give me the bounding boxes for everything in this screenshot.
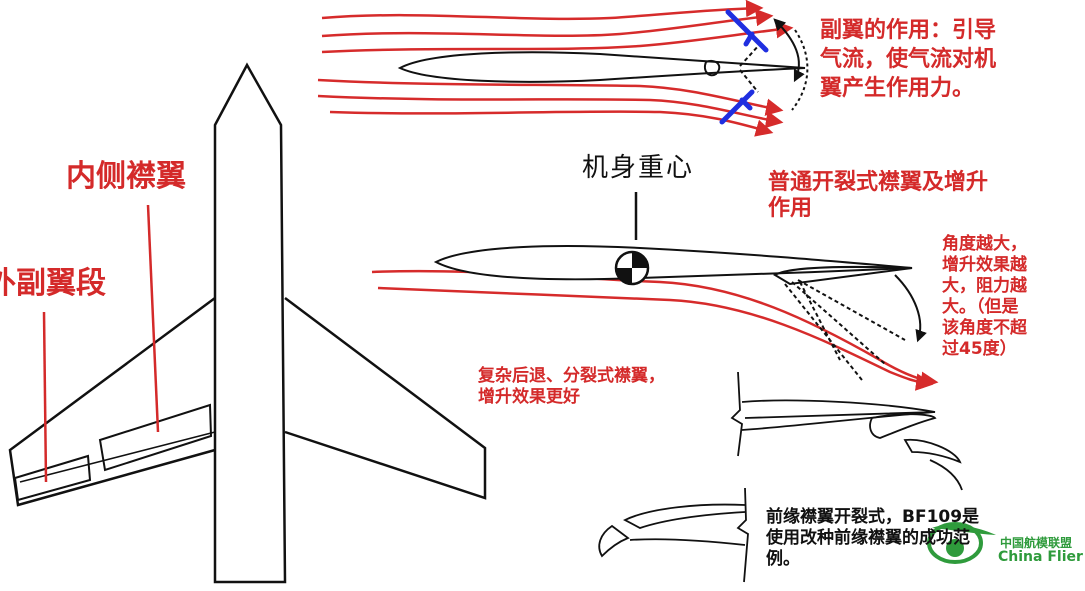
- aileron-role-line-1: 副翼的作用：引导: [820, 18, 997, 43]
- angle-note-line-1: 角度越大，: [942, 234, 1027, 254]
- cg-symbol-icon: [614, 250, 650, 286]
- leading-edge-line-2: 使用改种前缘襟翼的成功范: [766, 528, 970, 548]
- split-flap-line-2: 作用: [768, 196, 813, 221]
- inner-flap-surface: [98, 403, 213, 472]
- aileron-role-line-2: 气流，使气流对机: [820, 47, 997, 72]
- angle-note-line-6: 过45度）: [942, 339, 1017, 359]
- aileron-airfoil: [397, 18, 809, 111]
- aircraft-planform: [8, 62, 487, 584]
- leading-edge-note: 前缘襟翼开裂式，BF109是 使用改种前缘襟翼的成功范 例。: [766, 507, 979, 570]
- aileron-role-note: 副翼的作用：引导 气流，使气流对机 翼产生作用力。: [820, 16, 996, 103]
- leading-edge-flap-sketch: [598, 487, 749, 583]
- complex-flap-note: 复杂后退、分裂式襟翼， 增升效果更好: [478, 366, 665, 408]
- angle-note-line-2: 增升效果越: [942, 255, 1027, 275]
- center-of-gravity-label: 机身重心: [582, 153, 695, 183]
- aileron-role-line-3: 翼产生作用力。: [820, 76, 975, 101]
- inner-flap-label: 内侧襟翼: [66, 159, 186, 194]
- aileron-blue-markers: [719, 9, 769, 125]
- complex-flap-line-1: 复杂后退、分裂式襟翼，: [478, 366, 665, 386]
- angle-note-line-5: 该角度不超: [942, 318, 1027, 338]
- complex-flap-sketch: [730, 371, 963, 491]
- left-wing: [8, 296, 216, 507]
- watermark-en: China Flier: [998, 549, 1083, 565]
- leading-edge-line-3: 例。: [766, 549, 800, 569]
- angle-note-line-4: 大。（但是: [942, 297, 1019, 317]
- angle-note: 角度越大， 增升效果越 大，阻力越 大。（但是 该角度不超 过45度）: [942, 234, 1027, 360]
- outer-aileron-label: 外副翼段: [0, 266, 106, 301]
- watermark-cn: 中国航模联盟: [1000, 536, 1073, 550]
- split-flap-line-1: 普通开裂式襟翼及增升: [768, 170, 989, 195]
- complex-flap-line-2: 增升效果更好: [478, 387, 580, 407]
- split-flap-note: 普通开裂式襟翼及增升 作用: [768, 170, 988, 222]
- leading-edge-line-1: 前缘襟翼开裂式，BF109是: [766, 507, 980, 527]
- angle-note-line-3: 大，阻力越: [942, 276, 1027, 296]
- china-flier-logo-icon: [927, 522, 996, 564]
- fuselage: [213, 62, 287, 584]
- label-leader-lines: [42, 204, 160, 483]
- right-wing: [284, 297, 487, 500]
- outer-aileron-surface: [13, 454, 92, 502]
- split-flap-airfoil: [433, 245, 927, 381]
